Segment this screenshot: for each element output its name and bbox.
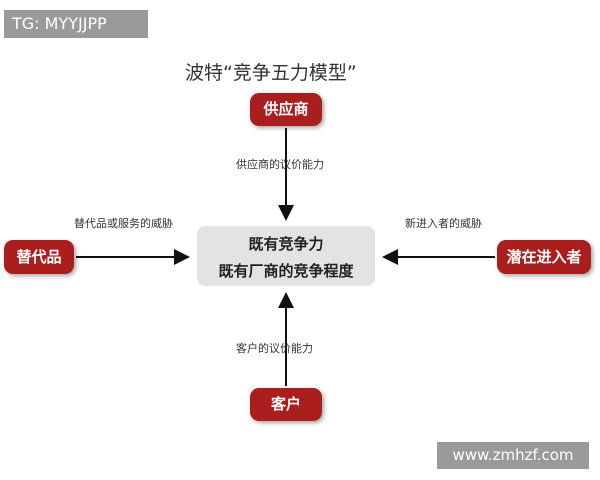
header-tag: TG: MYYJJPP [4,10,148,38]
force-label-substitute: 替代品或服务的威胁 [74,217,173,230]
center-box: 既有竞争力 既有厂商的竞争程度 [197,226,375,286]
node-new-entrant: 潜在进入者 [497,240,591,274]
force-label-new-entrant: 新进入者的威胁 [405,217,482,230]
diagram-title: 波特“竞争五力模型” [185,62,357,84]
center-line-2: 既有厂商的竞争程度 [218,262,354,280]
node-substitute: 替代品 [4,240,74,274]
force-label-customer: 客户的议价能力 [236,342,313,355]
center-line-1: 既有竞争力 [248,235,324,253]
node-supplier: 供应商 [250,93,322,126]
force-label-supplier: 供应商的议价能力 [236,158,324,171]
watermark-url: www.zmhzf.com [437,442,589,469]
node-customer: 客户 [250,388,322,421]
